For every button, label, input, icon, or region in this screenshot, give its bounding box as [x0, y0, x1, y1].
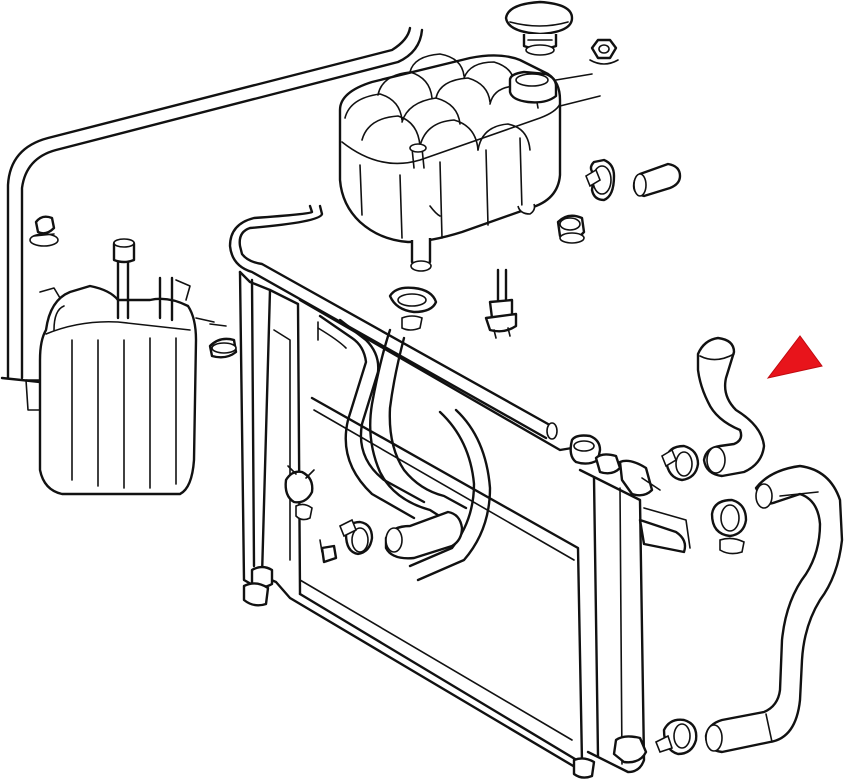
radiator-cap	[504, 0, 574, 56]
tank-bracket	[555, 73, 601, 107]
coolant-expansion-tank	[338, 53, 562, 272]
level-sensor	[484, 268, 518, 339]
arrow-pointer-icon	[766, 335, 823, 379]
mounting-grommet-left	[29, 215, 59, 247]
hose-clamp-upper	[585, 158, 616, 202]
mounting-nut	[589, 38, 619, 65]
lower-radiator-hose	[704, 464, 844, 754]
mounting-grommet-mid	[208, 323, 238, 359]
hose-clamp-bottom	[654, 718, 698, 756]
internal-hose-left	[318, 314, 492, 582]
upper-radiator-hose	[696, 336, 766, 478]
hose-clamp-radiator-small	[319, 539, 338, 564]
mounting-grommet-upper-right	[556, 214, 586, 244]
hose-coupling	[632, 162, 682, 198]
hose-clamp-radiator-left	[338, 518, 374, 556]
bracket-clip	[284, 465, 315, 521]
vent-tube	[228, 204, 558, 440]
hose-clamp-center	[388, 286, 438, 331]
overflow-line	[0, 26, 424, 384]
radiator	[238, 270, 691, 779]
reservoir-cap	[112, 238, 136, 264]
reservoir-tank	[25, 256, 215, 496]
hose-clamp-upper-hose	[661, 444, 700, 482]
hose-clamp-lower-hose	[710, 498, 748, 555]
